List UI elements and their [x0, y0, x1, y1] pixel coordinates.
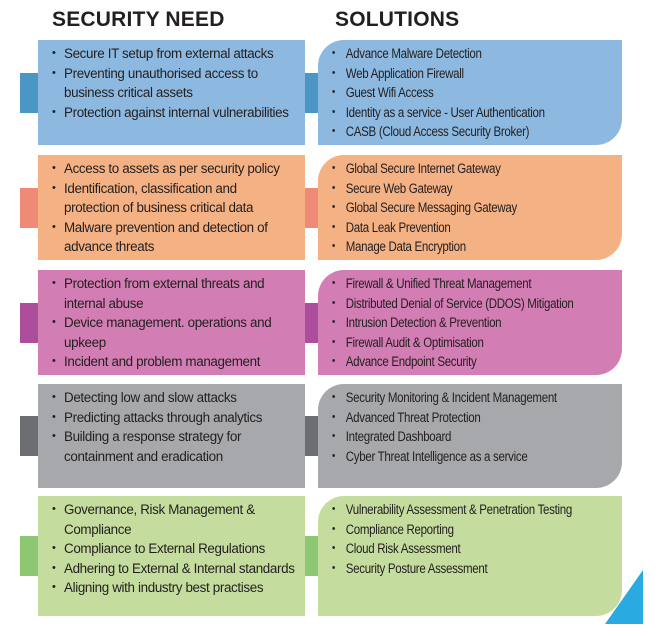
solutions-list: Vulnerability Assessment & Penetration T… [332, 500, 618, 578]
need-item: Incident and problem management [52, 352, 295, 372]
need-item: Preventing unauthorised access to busine… [52, 64, 295, 103]
row-middle-tab [305, 72, 318, 113]
need-item: Malware prevention and detection of adva… [52, 218, 295, 257]
needs-list: Detecting low and slow attacksPredicting… [52, 388, 295, 466]
solutions-box: Vulnerability Assessment & Penetration T… [318, 496, 622, 616]
solution-item: Identity as a service - User Authenticat… [332, 103, 578, 123]
row-left-tab [20, 187, 38, 228]
solution-item: Advance Malware Detection [332, 44, 578, 64]
solution-item: Web Application Firewall [332, 64, 578, 84]
needs-list: Access to assets as per security policyI… [52, 159, 295, 257]
solutions-list: Advance Malware DetectionWeb Application… [332, 44, 618, 142]
solution-item: Cloud Risk Assessment [332, 539, 578, 559]
solution-item: Manage Data Encryption [332, 237, 578, 257]
need-item: Device management. operations and upkeep [52, 313, 295, 352]
solution-item: Secure Web Gateway [332, 179, 578, 199]
solution-item: Security Monitoring & Incident Managemen… [332, 388, 578, 408]
solution-item: Global Secure Messaging Gateway [332, 198, 578, 218]
row-middle-tab [305, 187, 318, 228]
solutions-box: Security Monitoring & Incident Managemen… [318, 384, 622, 488]
security-need-box: Access to assets as per security policyI… [38, 155, 305, 260]
need-item: Access to assets as per security policy [52, 159, 295, 179]
solution-item: Distributed Denial of Service (DDOS) Mit… [332, 294, 578, 314]
need-item: Aligning with industry best practises [52, 578, 295, 598]
solution-item: Advance Endpoint Security [332, 352, 578, 372]
solution-item: Data Leak Prevention [332, 218, 578, 238]
solutions-box: Firewall & Unified Threat ManagementDist… [318, 270, 622, 375]
solution-item: Compliance Reporting [332, 520, 578, 540]
need-item: Governance, Risk Management & Compliance [52, 500, 295, 539]
security-need-box: Detecting low and slow attacksPredicting… [38, 384, 305, 488]
row-left-tab [20, 536, 38, 576]
need-item: Protection from external threats and int… [52, 274, 295, 313]
need-item: Predicting attacks through analytics [52, 408, 295, 428]
security-need-box: Protection from external threats and int… [38, 270, 305, 375]
row-middle-tab [305, 302, 318, 343]
solution-item: CASB (Cloud Access Security Broker) [332, 122, 578, 142]
solutions-heading: SOLUTIONS [335, 8, 460, 31]
need-item: Protection against internal vulnerabilit… [52, 103, 295, 123]
row-middle-tab [305, 416, 318, 456]
row-left-tab [20, 416, 38, 456]
need-item: Secure IT setup from external attacks [52, 44, 295, 64]
security-need-box: Secure IT setup from external attacksPre… [38, 40, 305, 145]
row-middle-tab [305, 536, 318, 576]
security-need-heading: SECURITY NEED [52, 8, 225, 31]
row-left-tab [20, 72, 38, 113]
solutions-list: Firewall & Unified Threat ManagementDist… [332, 274, 618, 372]
need-item: Identification, classification and prote… [52, 179, 295, 218]
solutions-list: Security Monitoring & Incident Managemen… [332, 388, 618, 466]
security-need-box: Governance, Risk Management & Compliance… [38, 496, 305, 616]
solutions-list: Global Secure Internet GatewaySecure Web… [332, 159, 618, 257]
solution-item: Global Secure Internet Gateway [332, 159, 578, 179]
solutions-box: Global Secure Internet GatewaySecure Web… [318, 155, 622, 260]
needs-list: Secure IT setup from external attacksPre… [52, 44, 295, 122]
solution-item: Advanced Threat Protection [332, 408, 578, 428]
need-item: Adhering to External & Internal standard… [52, 559, 295, 579]
need-item: Building a response strategy for contain… [52, 427, 295, 466]
solution-item: Integrated Dashboard [332, 427, 578, 447]
solution-item: Firewall Audit & Optimisation [332, 333, 578, 353]
solution-item: Guest Wifi Access [332, 83, 578, 103]
solution-item: Vulnerability Assessment & Penetration T… [332, 500, 578, 520]
row-left-tab [20, 302, 38, 343]
solution-item: Firewall & Unified Threat Management [332, 274, 578, 294]
corner-triangle-decoration [605, 570, 643, 624]
needs-list: Protection from external threats and int… [52, 274, 295, 372]
need-item: Compliance to External Regulations [52, 539, 295, 559]
solutions-box: Advance Malware DetectionWeb Application… [318, 40, 622, 145]
needs-list: Governance, Risk Management & Compliance… [52, 500, 295, 598]
solution-item: Cyber Threat Intelligence as a service [332, 447, 578, 467]
need-item: Detecting low and slow attacks [52, 388, 295, 408]
solution-item: Security Posture Assessment [332, 559, 578, 579]
solution-item: Intrusion Detection & Prevention [332, 313, 578, 333]
